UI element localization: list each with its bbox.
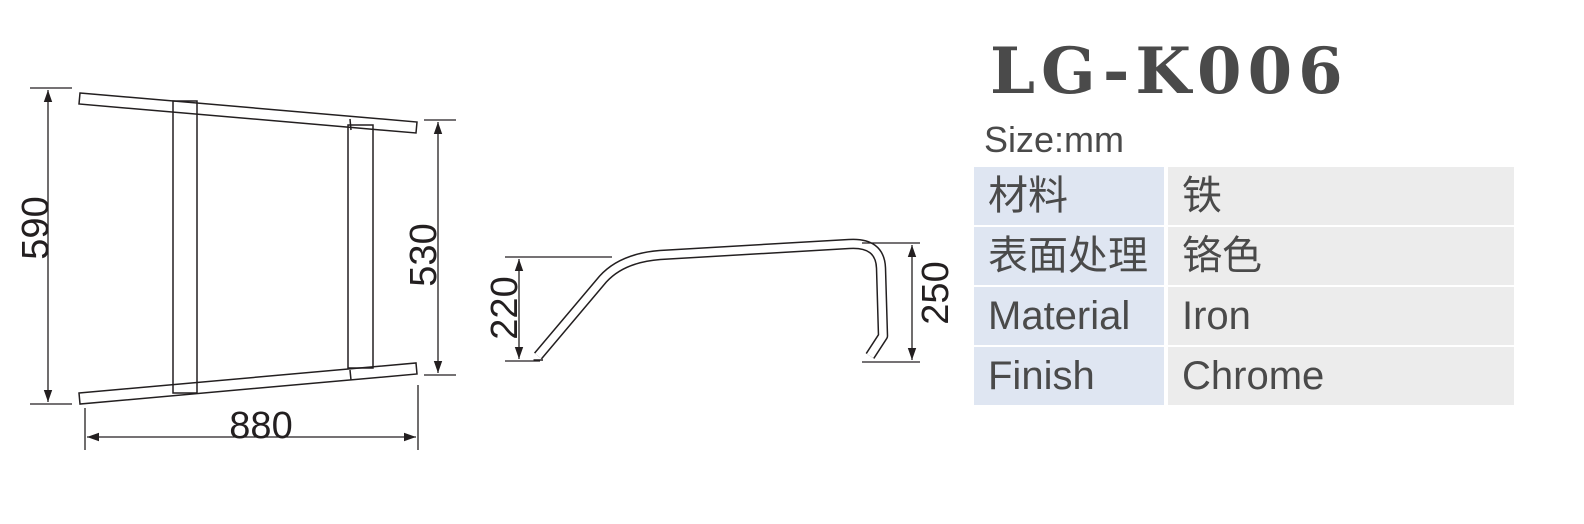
spec-key: Finish [974, 346, 1168, 407]
spec-key: 材料 [974, 167, 1168, 227]
dim-220: 220 [484, 276, 526, 339]
spec-key: 表面处理 [974, 226, 1168, 287]
spec-row-finish-cn: 表面处理 铬色 [974, 226, 1514, 287]
spec-value: Iron [1166, 286, 1514, 347]
left-leg [172, 100, 198, 394]
spec-value: Chrome [1166, 346, 1514, 407]
spec-value: 铬色 [1166, 226, 1514, 287]
spec-row-material: Material Iron [974, 286, 1514, 347]
dim-530: 530 [403, 223, 445, 286]
spec-table: 材料 铁 表面处理 铬色 Material Iron Finish Chrome [974, 167, 1514, 407]
dimension-lines-side-view [505, 242, 920, 363]
size-unit-label: Size:mm [984, 119, 1125, 160]
technical-drawing: 590 530 880 220 250 [15, 87, 957, 450]
right-leg [347, 124, 374, 369]
model-title: LG-K006 [990, 34, 1349, 109]
dim-590: 590 [15, 196, 57, 259]
side-view-tube [533, 238, 889, 361]
bottom-rail [78, 362, 418, 405]
spec-row-finish: Finish Chrome [974, 346, 1514, 407]
top-rail [78, 92, 418, 134]
dim-880: 880 [229, 405, 292, 447]
spec-value: 铁 [1166, 167, 1514, 227]
spec-row-material-cn: 材料 铁 [974, 167, 1514, 227]
dimension-lines-top-view [30, 87, 456, 450]
spec-key: Material [974, 286, 1168, 347]
dim-250: 250 [915, 261, 957, 324]
top-view [78, 92, 418, 405]
